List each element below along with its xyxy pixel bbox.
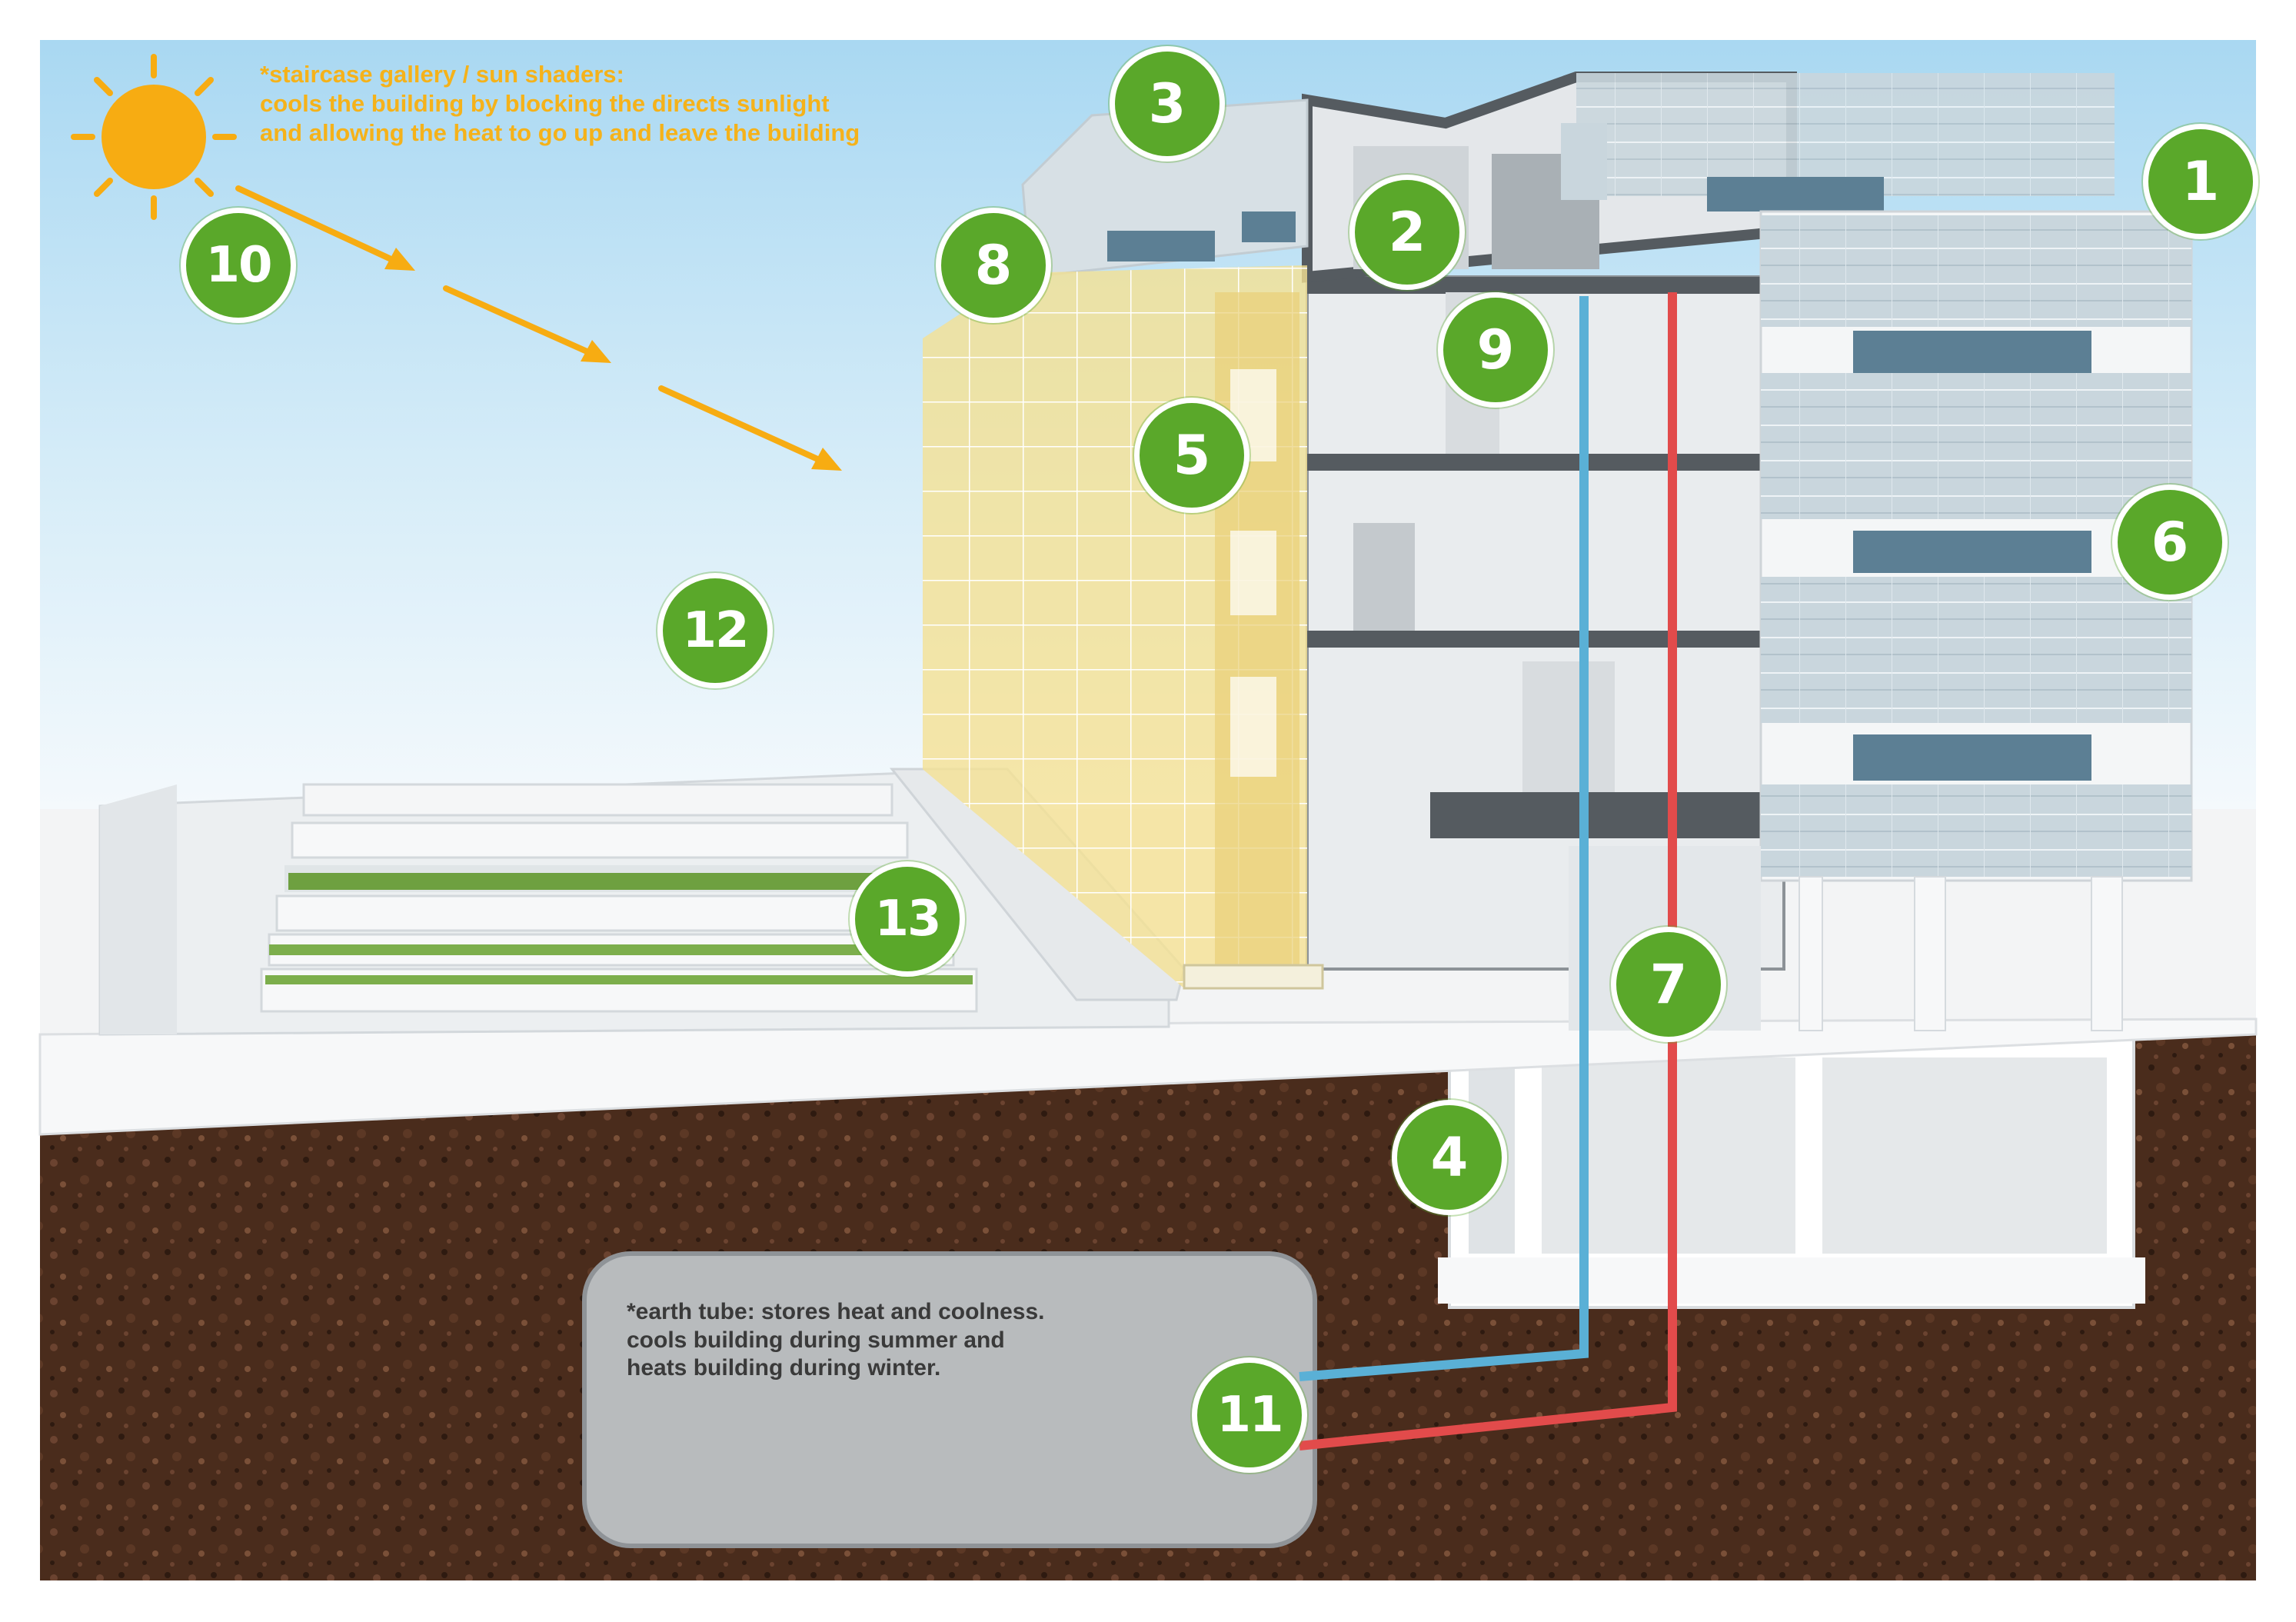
hot-pipe (1299, 292, 1677, 1450)
note-line: cools building during summer and (627, 1327, 1005, 1353)
marker-13: 13 (850, 861, 965, 977)
marker-8: 8 (936, 208, 1051, 323)
basement (1438, 1029, 2145, 1309)
note-line: *staircase gallery / sun shaders: (260, 61, 624, 88)
sun-icon (71, 54, 237, 220)
marker-7: 7 (1611, 927, 1726, 1042)
note-line: and allowing the heat to go up and leave… (260, 118, 860, 146)
note-line: cools the building by blocking the direc… (260, 89, 830, 117)
staircase-gallery-note: *staircase gallery / sun shaders: cools … (260, 60, 860, 147)
cold-pipe (1299, 296, 1589, 1381)
marker-11: 11 (1192, 1357, 1307, 1473)
marker-9: 9 (1438, 292, 1553, 408)
marker-4: 4 (1392, 1100, 1507, 1215)
marker-12: 12 (657, 573, 773, 688)
note-line: *earth tube: stores heat and coolness. (627, 1299, 1045, 1324)
marker-3: 3 (1110, 46, 1225, 162)
marker-6: 6 (2112, 485, 2228, 600)
sun-ray-arrows (235, 185, 842, 471)
earth-tube-box (582, 1251, 1317, 1548)
marker-1: 1 (2143, 124, 2258, 239)
marker-5: 5 (1134, 398, 1249, 513)
earth-tube-note: *earth tube: stores heat and coolness. c… (627, 1298, 1044, 1383)
marker-10: 10 (181, 208, 296, 323)
note-line: heats building during winter. (627, 1355, 941, 1381)
marker-2: 2 (1349, 175, 1465, 290)
